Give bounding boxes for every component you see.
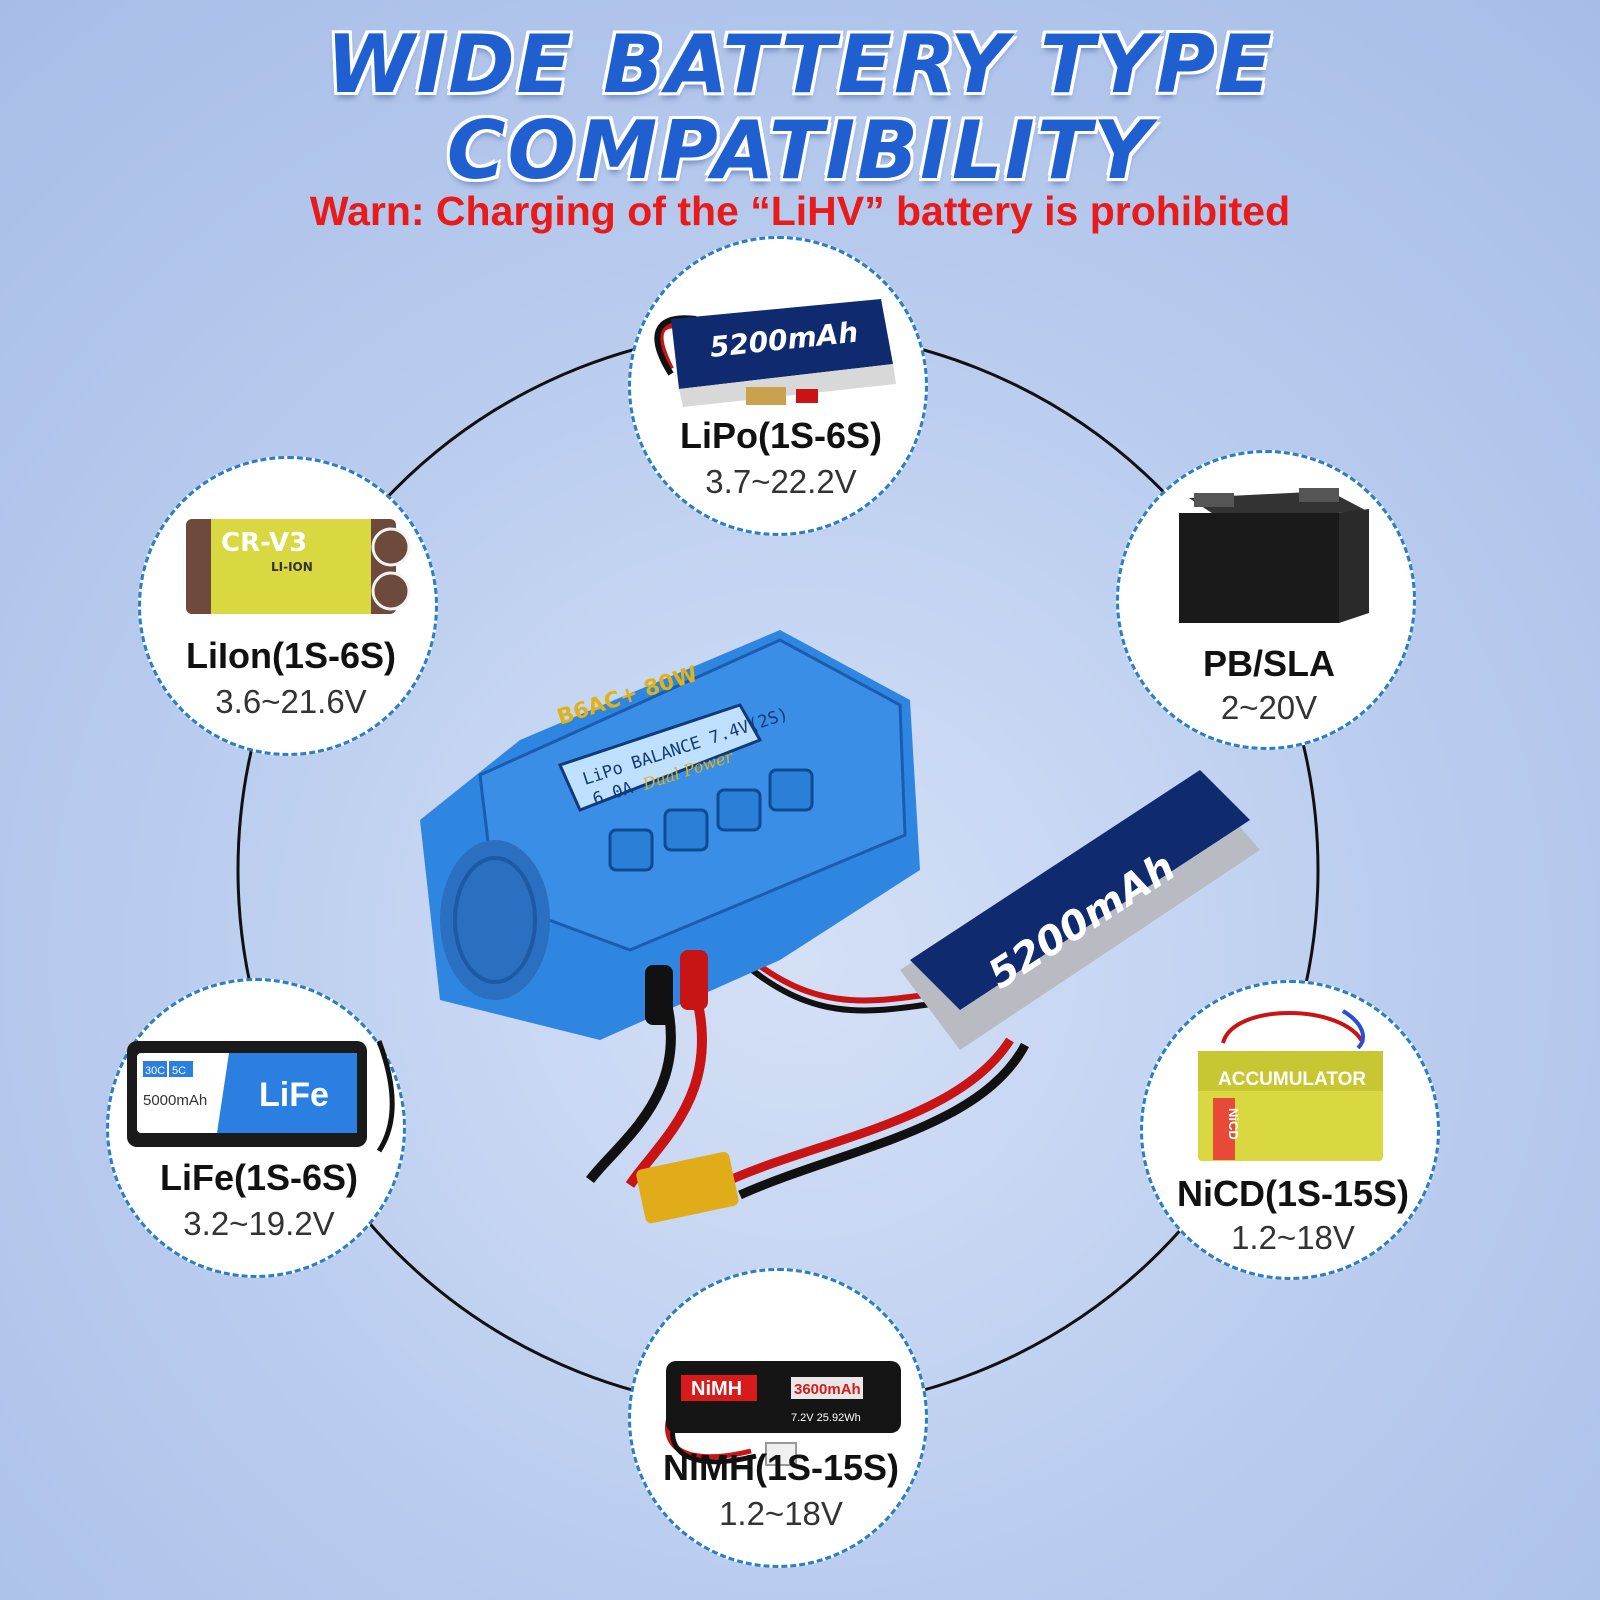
nimh-voltage: 1.2~18V [719,1495,843,1532]
liion-voltage: 3.6~21.6V [215,683,367,720]
battery-bubble-nimh: NiMH 3600mAh 7.2V 25.92Wh NiMH(1S-15S) 1… [628,1268,928,1568]
life-name: LiFe(1S-6S) [159,1157,359,1198]
battery-bubble-liion: CR-V3 LI-ION LiIon(1S-6S) 3.6~21.6V [138,456,438,756]
lihv-warning: Warn: Charging of the “LiHV” battery is … [309,188,1291,234]
life-pack-label: LiFe [259,1076,329,1114]
nimh-capacity: 3600mAh [794,1381,861,1398]
nimh-spec: 7.2V 25.92Wh [791,1412,861,1424]
charger-illustration: LiPo BALANCE 7.4V(2S) 6.0A B6AC+ 80W Dua… [420,630,1260,1224]
life-battery-image: LiFe 30C 5C 5000mAh [127,1040,395,1153]
nimh-name: NiMH(1S-15S) [662,1447,900,1488]
battery-bubble-nicd: ACCUMULATOR NiCD NiCD(1S-15S) 1.2~18V [1140,980,1440,1280]
nimh-pack-label: NiMH [691,1378,742,1400]
liion-name: LiIon(1S-6S) [185,635,396,676]
nimh-battery-image: NiMH 3600mAh 7.2V 25.92Wh [665,1361,901,1466]
nicd-voltage: 1.2~18V [1231,1219,1355,1256]
life-voltage: 3.2~19.2V [183,1205,335,1242]
lipo-name: LiPo(1S-6S) [679,415,883,456]
nicd-name: NiCD(1S-15S) [1176,1173,1410,1214]
nicd-pack-sublabel: NiCD [1226,1108,1241,1140]
battery-bubble-lipo: 5200mAh LiPo(1S-6S) 3.7~22.2V [628,236,928,536]
page-title-line1: WIDE BATTERY TYPE [326,18,1274,111]
life-rate2: 5C [172,1065,186,1077]
sla-battery-image [1179,488,1369,623]
lipo-battery-image: 5200mAh [654,299,896,407]
nicd-pack-label: ACCUMULATOR [1218,1069,1366,1090]
life-rate1: 30C [145,1065,165,1077]
liion-pack-sublabel: LI-ION [271,560,313,574]
life-capacity: 5000mAh [143,1092,207,1109]
nicd-battery-image: ACCUMULATOR NiCD [1198,1009,1383,1161]
page-title-line2: COMPATIBILITY [446,104,1154,197]
lipo-voltage: 3.7~22.2V [705,463,857,500]
battery-bubble-pbsla: PB/SLA 2~20V [1116,450,1416,750]
liion-battery-image: CR-V3 LI-ION [186,519,411,614]
battery-bubble-life: LiFe 30C 5C 5000mAh LiFe(1S-6S) 3.2~19.2… [106,978,406,1278]
pbsla-voltage: 2~20V [1220,689,1318,726]
liion-pack-label: CR-V3 [221,528,307,558]
pbsla-name: PB/SLA [1202,643,1335,684]
